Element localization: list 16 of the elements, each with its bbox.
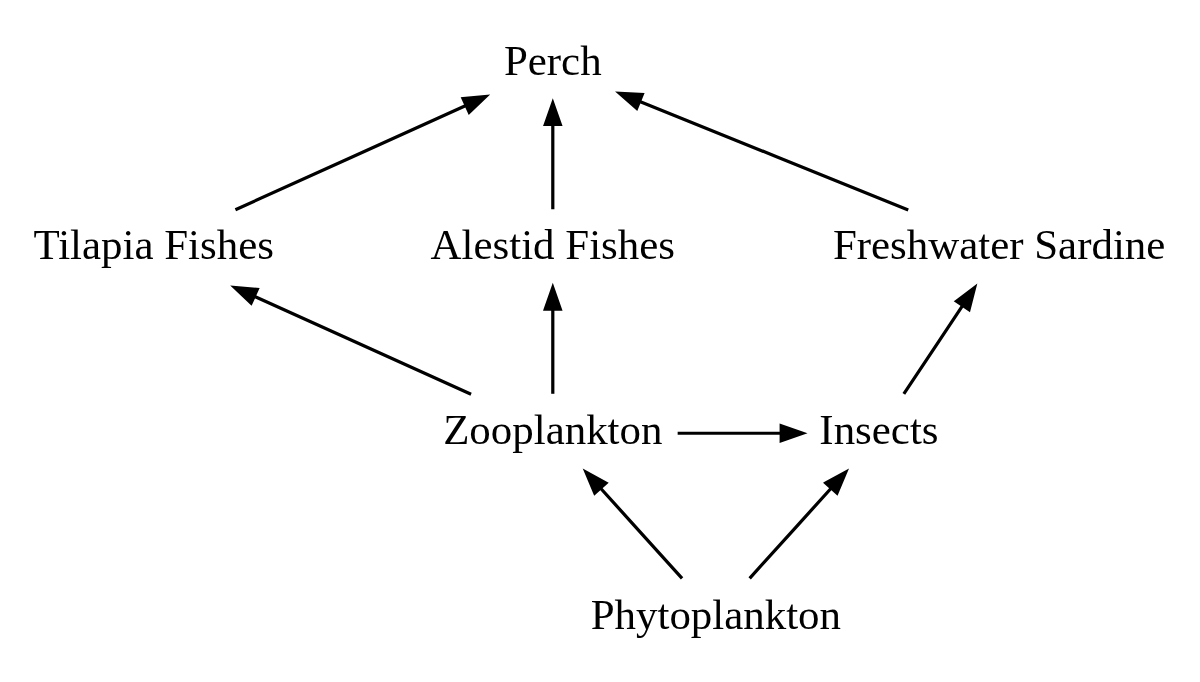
arrow	[748, 468, 849, 580]
node-text: Perch	[503, 36, 602, 84]
node-text: Zooplankton	[443, 405, 663, 453]
arrow	[677, 423, 808, 444]
arrow	[543, 98, 563, 210]
arrow	[582, 468, 684, 580]
arrow	[615, 91, 909, 212]
node-text: Tilapia Fishes	[33, 221, 274, 269]
node-text: Alestid Fishes	[430, 221, 675, 269]
arrow	[234, 94, 491, 212]
node-text: Insects	[819, 405, 939, 453]
node-text: Freshwater Sardine	[832, 221, 1166, 269]
arrow	[230, 285, 472, 396]
arrow	[902, 283, 978, 395]
arrow	[543, 282, 563, 394]
node-text: Phytoplankton	[590, 590, 842, 638]
